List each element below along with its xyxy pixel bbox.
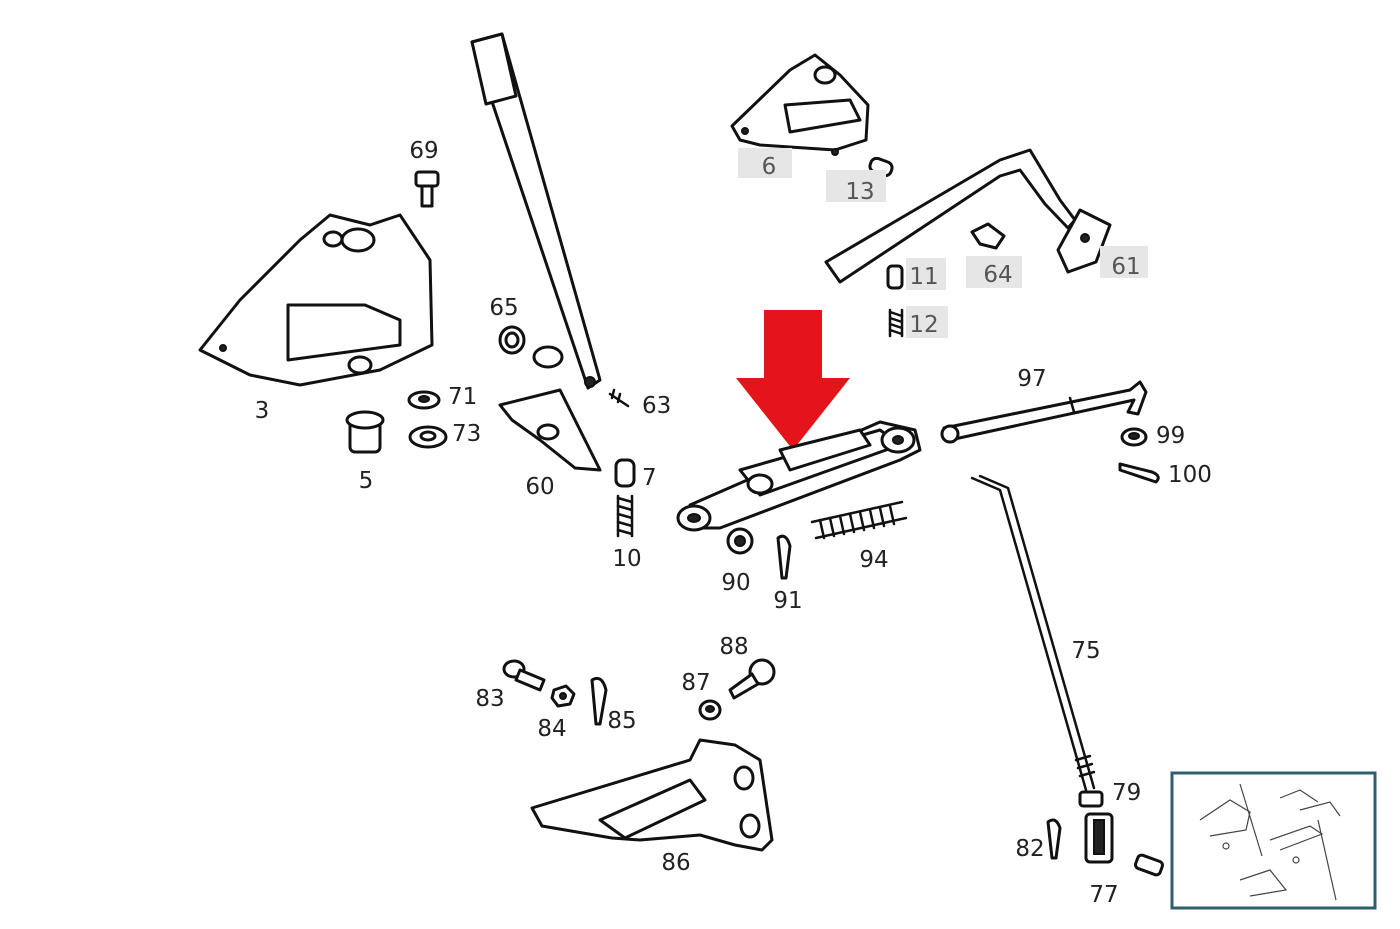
label-83: 83 xyxy=(475,686,504,712)
label-94: 94 xyxy=(859,547,888,573)
part-94-spring xyxy=(810,500,908,540)
part-69-bolt xyxy=(414,170,440,208)
part-100-cotter-pin xyxy=(1118,462,1160,484)
label-12: 12 xyxy=(909,312,938,338)
label-61: 61 xyxy=(1111,254,1140,280)
part-63-pin xyxy=(608,388,630,408)
label-11-highlight xyxy=(906,258,946,290)
part-3-bracket xyxy=(198,213,434,387)
part-75-rod xyxy=(970,474,1096,792)
part-77-clevis xyxy=(1084,812,1164,877)
part-84-nut xyxy=(550,684,576,708)
label-79: 79 xyxy=(1112,780,1141,806)
part-65-ring xyxy=(498,325,526,355)
label-99: 99 xyxy=(1156,423,1185,449)
label-64-highlight xyxy=(966,256,1022,288)
part-99-washer xyxy=(1120,427,1148,447)
part-79-nut xyxy=(1078,790,1104,808)
label-61-highlight xyxy=(1100,246,1148,278)
label-12-highlight xyxy=(906,306,948,338)
overview-thumbnail xyxy=(1170,771,1377,910)
label-90: 90 xyxy=(721,570,750,596)
part-10-spring xyxy=(616,494,634,538)
part-71-washer xyxy=(407,390,441,410)
label-65: 65 xyxy=(489,295,518,321)
label-7: 7 xyxy=(642,465,657,491)
label-6-highlight xyxy=(738,148,792,178)
label-69: 69 xyxy=(409,138,438,164)
label-11: 11 xyxy=(909,264,938,290)
label-73: 73 xyxy=(452,421,481,447)
label-86: 86 xyxy=(661,850,690,876)
part-86-bracket xyxy=(530,738,774,852)
part-91-cotter-pin xyxy=(776,534,792,580)
label-85: 85 xyxy=(607,708,636,734)
label-13: 13 xyxy=(845,179,874,205)
part-7-plunger xyxy=(614,458,636,488)
label-75: 75 xyxy=(1071,638,1100,664)
highlight-arrow-icon xyxy=(736,310,850,450)
part-90-washer xyxy=(726,527,754,555)
part-82-cotter-pin xyxy=(1046,818,1062,860)
label-10: 10 xyxy=(612,546,641,572)
part-60-lever xyxy=(470,32,602,472)
label-100: 100 xyxy=(1168,462,1212,488)
label-5: 5 xyxy=(359,468,374,494)
label-77: 77 xyxy=(1089,882,1118,908)
part-11-clip xyxy=(886,264,904,290)
part-5-bushing xyxy=(345,410,385,454)
label-82: 82 xyxy=(1015,836,1044,862)
part-linkage-assembly xyxy=(676,420,922,532)
part-97-rod xyxy=(940,380,1148,444)
label-6: 6 xyxy=(762,154,777,180)
part-83-bolt xyxy=(502,659,546,692)
part-6-bracket xyxy=(730,53,870,156)
label-60: 60 xyxy=(525,474,554,500)
label-84: 84 xyxy=(537,716,566,742)
part-87-bushing xyxy=(698,699,722,721)
label-97: 97 xyxy=(1017,366,1046,392)
part-12-spring xyxy=(888,308,904,338)
label-87: 87 xyxy=(681,670,710,696)
part-61-lever xyxy=(824,148,1112,284)
label-3: 3 xyxy=(255,398,270,424)
label-71: 71 xyxy=(448,384,477,410)
label-88: 88 xyxy=(719,634,748,660)
part-73-washer xyxy=(408,425,448,449)
part-85-cotter-pin xyxy=(590,676,608,726)
label-63: 63 xyxy=(642,393,671,419)
part-64-clip xyxy=(970,222,1006,250)
label-91: 91 xyxy=(773,588,802,614)
part-88-bolt xyxy=(728,658,776,700)
label-64: 64 xyxy=(983,262,1012,288)
label-13-highlight xyxy=(826,170,886,202)
